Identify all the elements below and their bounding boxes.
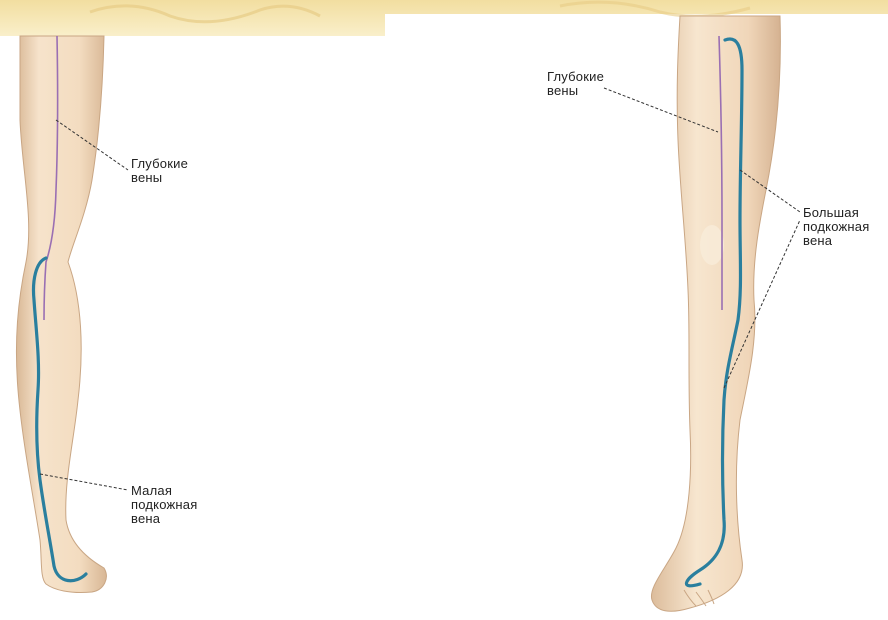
right-leg-anterior: [651, 16, 780, 611]
label-great-saphenous-vein: Большая подкожная вена: [803, 206, 869, 248]
label-deep-veins-left: Глубокие вены: [131, 157, 188, 185]
label-deep-veins-right: Глубокие вены: [547, 70, 604, 98]
left-leg-posterior: [16, 36, 106, 593]
label-small-saphenous-vein: Малая подкожная вена: [131, 484, 197, 526]
